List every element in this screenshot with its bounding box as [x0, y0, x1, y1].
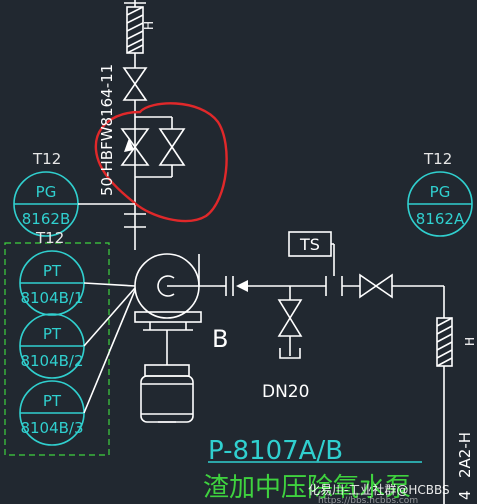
pump-name: 渣加中压除氧水泵 — [203, 473, 411, 503]
pg-right-type: PG — [430, 183, 451, 201]
pt-group-box — [4, 242, 110, 456]
pump-icon[interactable] — [134, 253, 220, 331]
h-label-top: H — [142, 21, 156, 30]
ts-box[interactable]: TS — [288, 231, 335, 276]
discharge-pipe — [220, 285, 445, 504]
pt1-type: PT — [43, 262, 62, 280]
pg-8162b-instrument[interactable]: T12 PG 8162B — [13, 150, 135, 237]
ts-label: TS — [299, 235, 320, 254]
watermark-url: https://bbs.hcbbs.com — [318, 496, 418, 504]
pt-8104b-2-instrument[interactable]: PT 8104B/2 — [19, 313, 85, 379]
right-strainer-icon — [436, 317, 453, 367]
drain-branch — [277, 286, 303, 359]
lower-flange — [124, 213, 146, 228]
pipe-label-left: 50-HBFW8164-11 — [98, 64, 116, 196]
pg-left-area: T12 — [32, 150, 61, 168]
pg-left-tag: 8162B — [22, 210, 70, 228]
pt2-type: PT — [43, 325, 62, 343]
pt-8104b-3-instrument[interactable]: PT 8104B/3 — [19, 380, 85, 446]
pt3-type: PT — [43, 392, 62, 410]
motor-icon[interactable] — [140, 330, 194, 423]
top-strainer-icon — [126, 6, 144, 54]
discharge-valve-icon[interactable] — [359, 273, 393, 299]
pt2-tag: 8104B/2 — [20, 352, 83, 370]
pg-right-area: T12 — [423, 150, 452, 168]
pg-left-type: PG — [36, 183, 57, 201]
h-label-right: H — [463, 337, 477, 346]
pg-right-tag: 8162A — [416, 210, 465, 228]
pt-signal-lines — [83, 282, 136, 414]
pt-group-area: T12 — [35, 229, 64, 247]
discharge-flange — [225, 276, 248, 296]
dn-label: DN20 — [262, 382, 309, 402]
watermark: 化易川-工业社群@HCBBS — [308, 482, 450, 497]
pump-side-label: B — [212, 325, 228, 353]
gate-valve-icon — [122, 67, 148, 101]
pipe-label-right-extra: 4 — [456, 490, 474, 500]
pipe-label-right: 2A2-H — [456, 432, 474, 478]
pt-8104b-1-instrument[interactable]: PT 8104B/1 — [19, 250, 85, 316]
ts-flange — [325, 276, 343, 296]
pump-tag: P-8107A/B — [208, 436, 343, 466]
pt3-tag: 8104B/3 — [20, 419, 83, 437]
pg-8162a-instrument[interactable]: T12 PG 8162A — [407, 150, 473, 237]
highlight-circle — [94, 102, 228, 223]
pt1-tag: 8104B/1 — [20, 289, 83, 307]
check-valve-bypass-icon — [120, 116, 186, 178]
